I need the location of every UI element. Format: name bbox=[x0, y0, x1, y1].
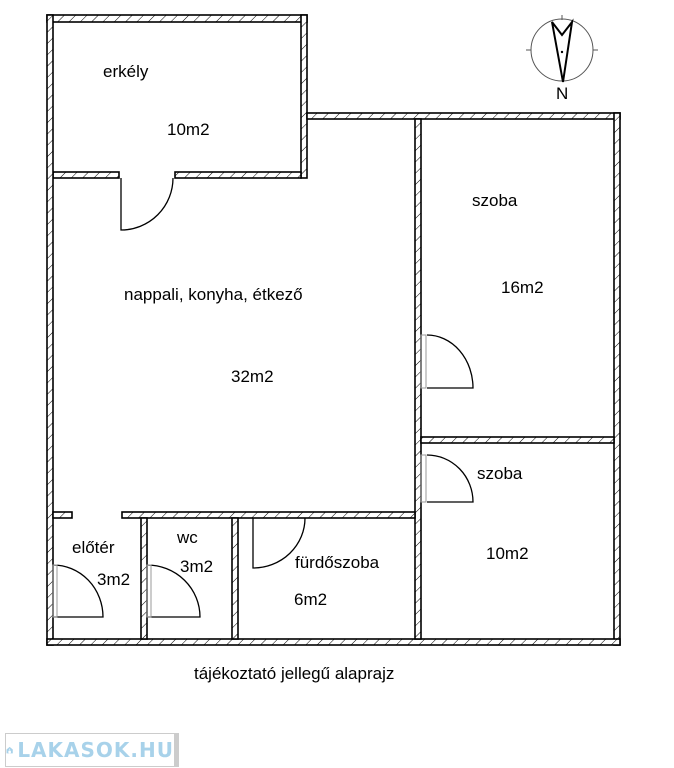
living-name: nappali, konyha, étkező bbox=[124, 285, 303, 304]
site-logo: LAKASOK.HU bbox=[5, 733, 179, 767]
wc-area: 3m2 bbox=[180, 557, 213, 576]
wc-name: wc bbox=[176, 528, 198, 547]
bedroom2-area: 10m2 bbox=[486, 544, 529, 563]
bedroom2-name: szoba bbox=[477, 464, 523, 483]
bathroom-name: fürdőszoba bbox=[295, 553, 380, 572]
logo-text: LAKASOK.HU bbox=[17, 738, 174, 762]
room-labels: erkély 10m2 nappali, konyha, étkező 32m2… bbox=[72, 62, 544, 683]
doors bbox=[52, 177, 474, 618]
living-area: 32m2 bbox=[231, 367, 274, 386]
house-icon bbox=[6, 746, 13, 754]
bathroom-area: 6m2 bbox=[294, 590, 327, 609]
compass: N bbox=[526, 15, 598, 103]
plan-caption: tájékoztató jellegű alaprajz bbox=[194, 664, 394, 683]
compass-north-label: N bbox=[556, 84, 568, 103]
hall-name: előtér bbox=[72, 538, 115, 557]
bedroom1-area: 16m2 bbox=[501, 278, 544, 297]
bedroom1-name: szoba bbox=[472, 191, 518, 210]
walls bbox=[46, 14, 621, 646]
hall-area: 3m2 bbox=[97, 570, 130, 589]
balcony-name: erkély bbox=[103, 62, 149, 81]
balcony-area: 10m2 bbox=[167, 120, 210, 139]
